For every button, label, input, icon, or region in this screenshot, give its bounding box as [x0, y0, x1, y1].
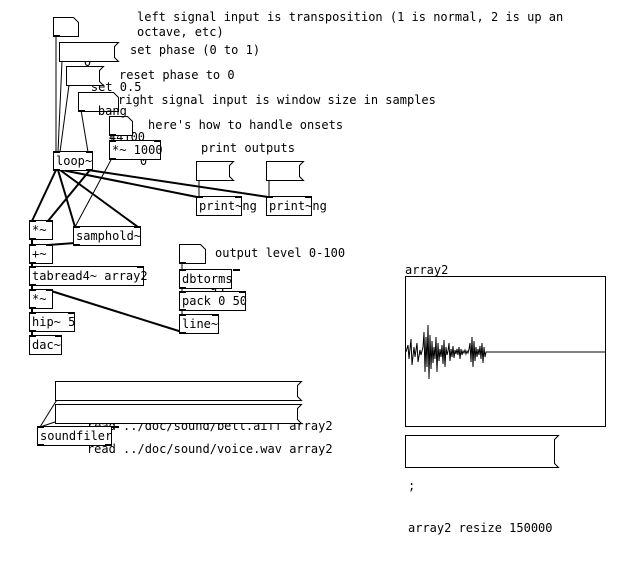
object-add[interactable]: +~ [29, 244, 53, 264]
array-graph[interactable] [405, 276, 606, 427]
cord [59, 169, 139, 228]
message-array-resize[interactable]: ; array2 resize 150000 [405, 435, 560, 535]
comment-output-level: output level 0-100 [215, 246, 346, 260]
cord [47, 169, 91, 222]
message-box-outline [405, 435, 560, 468]
comment-print-outputs: print outputs [201, 141, 295, 155]
object-dac[interactable]: dac~ [29, 335, 62, 355]
message-read-voice[interactable]: read ../doc/sound/voice.wav array2 [55, 404, 333, 456]
object-soundfiler[interactable]: soundfiler [37, 426, 120, 446]
object-line[interactable]: line~ [179, 314, 219, 334]
message-box-outline [55, 381, 303, 401]
comment-onsets: here's how to handle onsets [148, 118, 344, 132]
number-box-outline [78, 92, 119, 112]
comment-set-phase: set phase (0 to 1) [130, 43, 261, 57]
message-box-outline [55, 404, 303, 424]
comment-reset-phase: reset phase to 0 [119, 68, 235, 82]
object-loop[interactable]: loop~ [53, 151, 93, 171]
message-bang-print2[interactable]: bang [266, 161, 327, 213]
object-samphold[interactable]: samphold~ [73, 226, 141, 246]
object-pack[interactable]: pack 0 50 [179, 291, 247, 311]
object-mul-1000[interactable]: *~ 1000 [109, 140, 163, 160]
message-bang-reset[interactable]: bang [66, 66, 127, 118]
pd-patch-canvas[interactable]: left signal input is transposition (1 is… [0, 0, 622, 535]
array-name-label: array2 [405, 263, 449, 277]
number-value: 0 [139, 154, 148, 168]
message-box-outline [196, 161, 235, 181]
array-waveform [405, 324, 605, 380]
object-mul-b[interactable]: *~ [29, 289, 53, 309]
message-read-bell[interactable]: read ../doc/sound/bell.aiff array2 [55, 381, 333, 433]
number-box-outline [109, 116, 133, 136]
number-box-output-level[interactable]: 95 [179, 244, 224, 296]
object-dbtorms[interactable]: dbtorms [179, 269, 240, 289]
comment-window-size: right signal input is window size in sam… [118, 93, 436, 107]
message-bang-print1[interactable]: bang [196, 161, 257, 213]
cord [57, 169, 76, 228]
number-box-outline [53, 17, 79, 37]
object-print2[interactable]: print~ [266, 196, 312, 216]
message-box-outline [266, 161, 305, 181]
object-tabread4[interactable]: tabread4~ array2 [29, 266, 148, 286]
message-box-outline [59, 42, 120, 62]
comment-transposition: left signal input is transposition (1 is… [137, 10, 564, 39]
message-box-outline [66, 66, 105, 86]
number-box-transposition[interactable]: 0 [53, 17, 91, 69]
object-hip[interactable]: hip~ 5 [29, 312, 75, 332]
cord [61, 169, 198, 198]
cord [31, 169, 57, 222]
number-box-outline [179, 244, 206, 264]
object-mul-a[interactable]: *~ [29, 220, 53, 240]
object-print1[interactable]: print~ [196, 196, 242, 216]
number-box-onset[interactable]: 0 [109, 116, 147, 168]
message-set-phase[interactable]: set 0.5 [59, 42, 141, 94]
